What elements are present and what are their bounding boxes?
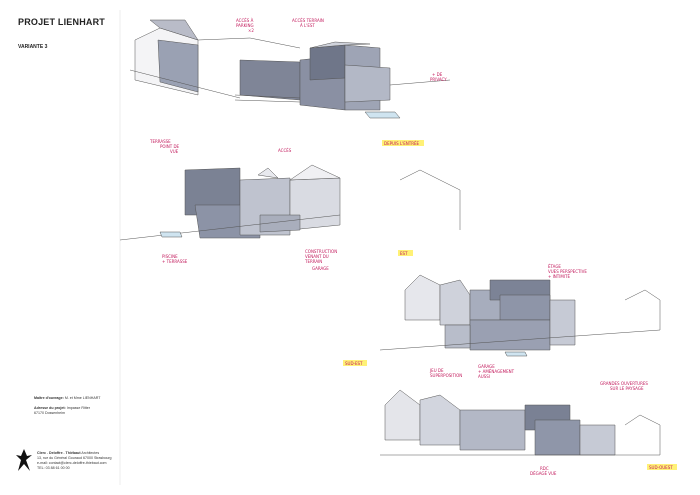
address-label: Adresse du projet:: [34, 406, 66, 410]
svg-text:ACCÈS: ACCÈS: [278, 148, 292, 153]
svg-text:SUR LE PAYSAGE: SUR LE PAYSAGE: [610, 386, 644, 391]
svg-text:CONSTRUCTION: CONSTRUCTION: [305, 249, 337, 254]
view-label-4: SUD-OUEST: [649, 465, 673, 470]
svg-text:GRANDES OUVERTURES: GRANDES OUVERTURES: [600, 381, 648, 386]
svg-text:RDC: RDC: [540, 466, 549, 471]
svg-text:POINT DE: POINT DE: [160, 144, 180, 149]
sketch-view-2: [119, 164, 461, 241]
svg-text:À L'EST: À L'EST: [300, 23, 315, 28]
svg-text:JEU DE: JEU DE: [429, 368, 444, 373]
svg-text:+ INTIMITÉ: + INTIMITÉ: [548, 274, 570, 279]
sketch-view-1: [129, 19, 451, 119]
svg-text:VUE: VUE: [170, 149, 179, 154]
address-line: Adresse du projet: Impasse Ritter: [34, 406, 90, 411]
svg-text:×2: ×2: [248, 28, 254, 33]
address-city: 67170 Dossenheim: [34, 411, 65, 415]
owner-label: Maître d'ouvrage:: [34, 396, 64, 400]
firm-logo-icon: [16, 449, 32, 471]
firm-email: e-mail: contact@clerc-deloffre-thiebaut.…: [37, 461, 107, 465]
svg-text:GARAGE: GARAGE: [312, 266, 329, 271]
view-label-3: SUD-EST: [345, 361, 363, 366]
firm-street: 13, rue du Général Gouraud 67000 Strasbo…: [37, 456, 112, 460]
svg-text:PRIVACY: PRIVACY: [430, 77, 447, 82]
svg-text:ACCÈS À: ACCÈS À: [236, 18, 254, 23]
svg-text:ÉTAGE: ÉTAGE: [548, 264, 561, 269]
svg-text:TERRASSE: TERRASSE: [149, 139, 171, 144]
svg-text:VENANT DU: VENANT DU: [305, 254, 329, 259]
svg-text:DÉGAGÉ VUE: DÉGAGÉ VUE: [530, 471, 557, 476]
page-subtitle: VARIANTE 3: [18, 44, 48, 50]
svg-text:TERRAIN: TERRAIN: [304, 259, 322, 264]
view-label-1: DEPUIS L'ENTRÉE: [384, 141, 420, 146]
owner-line: Maître d'ouvrage: M. et Mme LIENHART: [34, 396, 101, 401]
firm-phone: TEL: 03 88 61 00 00: [37, 466, 70, 470]
sketch-view-3: [379, 274, 661, 357]
svg-text:GARAGE: GARAGE: [478, 364, 495, 369]
firm-name: Clerc . Deloffre . Thiébaut: [37, 451, 81, 455]
sketch-view-4: [380, 389, 661, 456]
svg-text:VUES PERSPECTIVE: VUES PERSPECTIVE: [548, 269, 587, 274]
svg-text:+ TERRASSE: + TERRASSE: [162, 259, 188, 264]
svg-text:SUPERPOSITION: SUPERPOSITION: [430, 373, 462, 378]
svg-text:+ AMÉNAGEMENT: + AMÉNAGEMENT: [478, 369, 515, 374]
firm-suffix: Architectes: [81, 451, 100, 455]
owner-value: M. et Mme LIENHART: [64, 396, 101, 400]
svg-text:+ DE: + DE: [432, 72, 443, 77]
address-value: Impasse Ritter: [66, 406, 90, 410]
view-label-3-top: EST: [400, 251, 408, 256]
svg-text:AUSSI: AUSSI: [478, 374, 490, 379]
svg-text:PARKING: PARKING: [236, 23, 254, 28]
firm-info: Clerc . Deloffre . Thiébaut Architectes …: [37, 451, 157, 471]
svg-text:ACCÈS TERRAIN: ACCÈS TERRAIN: [292, 18, 324, 23]
svg-text:PISCINE: PISCINE: [162, 254, 178, 259]
page-title: PROJET LIENHART: [18, 17, 106, 27]
